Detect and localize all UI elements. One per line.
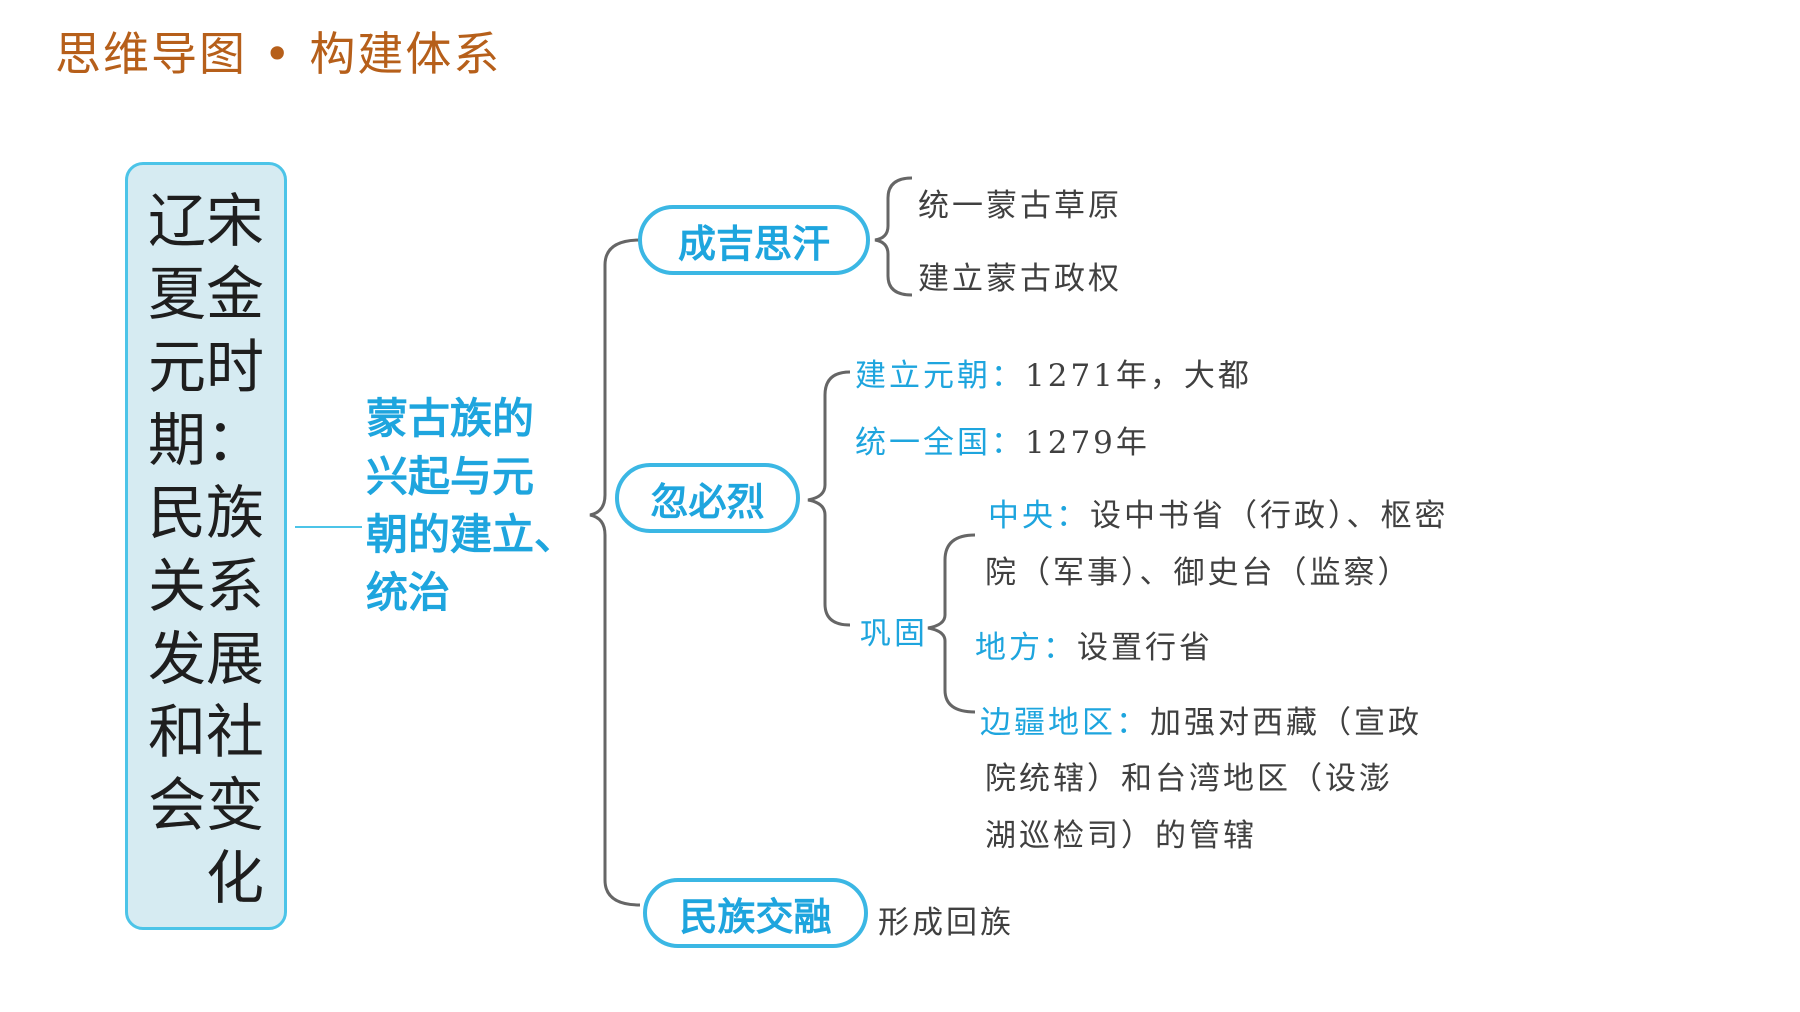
frontier-line-3: 湖巡检司）的管辖 (985, 818, 1257, 854)
local-line: 地方：设置行省 (975, 630, 1213, 666)
fusion-node: 民族交融 (643, 878, 868, 948)
frontier-line-2: 院统辖）和台湾地区（设澎 (985, 761, 1393, 797)
frontier-line-1: 边疆地区：加强对西藏（宣政 (980, 705, 1422, 741)
root-title: 辽宋 夏金 元时 期： 民族 关系 发展 和社 会变 化 (148, 187, 265, 912)
kublai-founding: 建立元朝：1271年，大都 (855, 358, 1252, 394)
central-line-2: 院（军事）、御史台（监察） (985, 555, 1412, 591)
main-brace (589, 238, 641, 907)
genghis-node: 成吉思汗 (638, 205, 870, 275)
fusion-item-1: 形成回族 (878, 905, 1014, 941)
root-node: 辽宋 夏金 元时 期： 民族 关系 发展 和社 会变 化 (125, 162, 287, 930)
kublai-node: 忽必烈 (615, 463, 800, 533)
genghis-brace (874, 176, 913, 297)
central-line-1: 中央：设中书省（行政）、枢密 (988, 498, 1449, 534)
kublai-brace (807, 370, 851, 627)
page-title: 思维导图 • 构建体系 (55, 27, 502, 81)
kublai-unify: 统一全国：1279年 (855, 425, 1150, 461)
genghis-item-1: 统一蒙古草原 (918, 188, 1122, 224)
topic-node: 蒙古族的 兴起与元 朝的建立、 统治 (366, 394, 577, 617)
consolidate-brace (927, 533, 976, 714)
genghis-item-2: 建立蒙古政权 (918, 261, 1122, 297)
consolidate-label: 巩固 (860, 616, 928, 652)
